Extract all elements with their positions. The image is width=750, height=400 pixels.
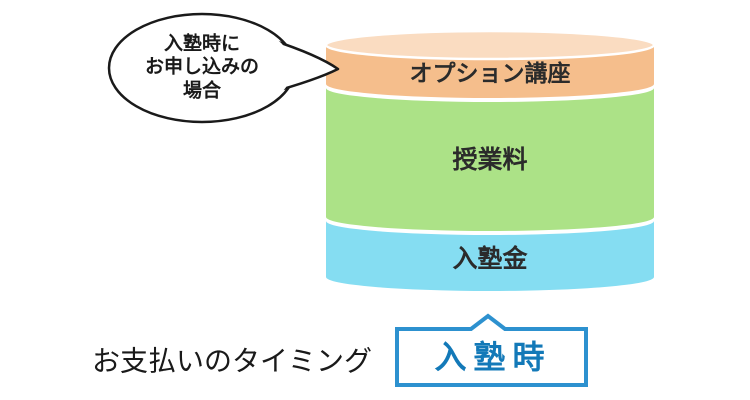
cost-cylinder: オプション講座 授業料 入塾金	[324, 29, 656, 291]
speech-bubble-text-line3: 場合	[183, 79, 222, 102]
cylinder-label-enrollment: 入塾金	[452, 244, 528, 273]
cylinder-segment-enrollment	[326, 221, 654, 291]
cylinder-top-cap	[324, 29, 656, 61]
payment-timing-footer: お支払いのタイミング 入塾時	[92, 313, 588, 387]
cylinder-label-tuition: 授業料	[452, 146, 527, 174]
payment-timing-label: お支払いのタイミング	[92, 346, 372, 377]
speech-bubble-text-line1: 入塾時に	[164, 32, 240, 55]
timing-value: 入塾時	[434, 339, 551, 375]
speech-bubble-text-line2: お申し込みの	[145, 55, 259, 78]
speech-bubble-tail-mask	[111, 16, 293, 120]
cylinder-segment-tuition	[326, 88, 654, 231]
speech-bubble: 入塾時に お申し込みの 場合	[107, 12, 340, 124]
cylinder-label-option-course: オプション講座	[410, 60, 571, 86]
timing-value-box	[395, 313, 588, 387]
